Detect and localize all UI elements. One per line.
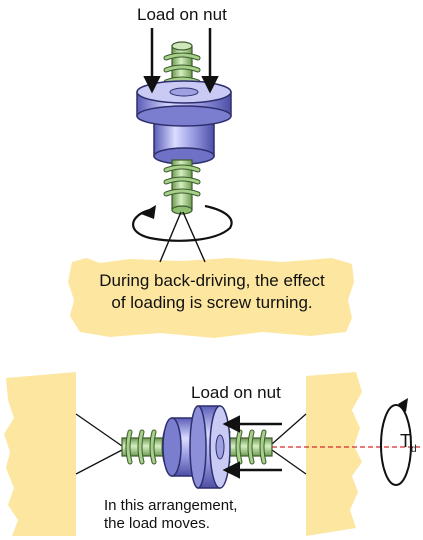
nut-horizontal [162, 405, 231, 489]
nut-top [136, 80, 232, 165]
bottom-horizontal-assembly [4, 372, 420, 536]
top-load-label: Load on nut [137, 5, 227, 24]
top-caption: During back-driving, the effect of loadi… [72, 270, 352, 314]
bottom-caption-line2: the load moves. [104, 515, 210, 532]
top-vertical-assembly [132, 28, 233, 242]
callout-pointer-right [182, 211, 206, 263]
rotation-arrow [132, 204, 233, 242]
bottom-caption: In this arrangement, the load moves. [104, 497, 237, 533]
torque-label: Td [400, 431, 417, 455]
top-caption-line2: of loading is screw turning. [111, 293, 313, 312]
left-wall [4, 372, 76, 536]
torque-symbol: T [400, 431, 411, 451]
bottom-load-label: Load on nut [191, 383, 281, 402]
screw-lower [163, 159, 201, 215]
rotation-arrowhead [141, 205, 156, 219]
torque-arrowhead [398, 398, 408, 412]
bottom-caption-line1: In this arrangement, [104, 497, 238, 514]
callout-pointer-left [159, 211, 182, 263]
top-caption-line1: During back-driving, the effect [99, 271, 325, 290]
right-wall [306, 372, 362, 536]
torque-arrow [380, 404, 412, 486]
top-callout [68, 211, 354, 338]
torque-subscript: d [411, 444, 417, 455]
